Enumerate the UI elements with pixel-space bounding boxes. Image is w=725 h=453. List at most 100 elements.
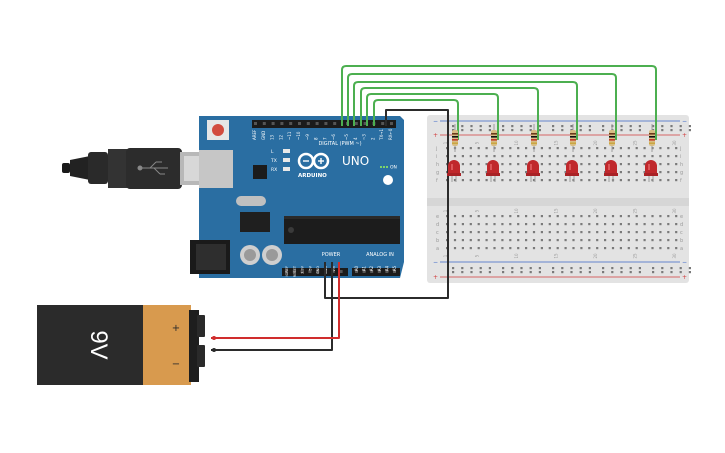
breadboard-hole[interactable] [627, 239, 630, 242]
breadboard-hole[interactable] [588, 215, 591, 218]
header-pin[interactable] [331, 270, 335, 273]
resistor[interactable] [649, 124, 655, 152]
breadboard-hole[interactable] [532, 155, 536, 158]
led-resistor-array[interactable] [447, 124, 658, 182]
breadboard-hole[interactable] [509, 215, 512, 218]
header-pin[interactable] [271, 122, 275, 125]
rail-hole[interactable] [661, 125, 664, 128]
rail-hole[interactable] [679, 129, 682, 132]
breadboard-hole[interactable] [461, 155, 464, 158]
breadboard-hole[interactable] [627, 171, 630, 174]
wire-pin3[interactable] [366, 93, 499, 140]
breadboard-hole[interactable] [453, 215, 457, 218]
breadboard-hole[interactable] [540, 179, 543, 182]
breadboard-hole[interactable] [588, 231, 591, 234]
breadboard-hole[interactable] [667, 179, 670, 182]
breadboard-hole[interactable] [525, 155, 528, 158]
breadboard-hole[interactable] [596, 223, 599, 226]
breadboard-hole[interactable] [509, 147, 512, 150]
rail-hole[interactable] [502, 267, 505, 270]
rail-hole[interactable] [502, 129, 505, 132]
breadboard-hole[interactable] [667, 147, 670, 150]
breadboard-hole[interactable] [509, 247, 512, 250]
breadboard-hole[interactable] [651, 155, 654, 158]
breadboard-hole[interactable] [659, 179, 662, 182]
breadboard-hole[interactable] [509, 239, 512, 242]
rail-hole[interactable] [511, 267, 514, 270]
breadboard-hole[interactable] [564, 215, 567, 218]
header-pin[interactable] [355, 270, 358, 273]
header-pin[interactable] [315, 122, 319, 125]
rail-hole[interactable] [588, 271, 591, 274]
breadboard-hole[interactable] [651, 239, 654, 242]
led[interactable] [526, 160, 540, 182]
breadboard-hole[interactable] [485, 239, 488, 242]
rail-hole[interactable] [570, 125, 573, 128]
rail-hole[interactable] [488, 129, 491, 132]
header-pin[interactable] [262, 122, 266, 125]
breadboard-hole[interactable] [485, 179, 488, 182]
rail-hole[interactable] [688, 267, 691, 270]
rail-hole[interactable] [670, 125, 673, 128]
breadboard-hole[interactable] [461, 247, 464, 250]
rail-hole[interactable] [602, 267, 605, 270]
header-pin[interactable] [339, 270, 343, 273]
breadboard-hole[interactable] [643, 231, 646, 234]
breadboard-hole[interactable] [509, 155, 512, 158]
rail-hole[interactable] [561, 125, 564, 128]
breadboard-hole[interactable] [461, 163, 464, 166]
resistor[interactable] [531, 124, 537, 152]
rail-hole[interactable] [511, 271, 514, 274]
rail-hole[interactable] [661, 267, 664, 270]
header-pin[interactable] [289, 122, 293, 125]
rail-hole[interactable] [452, 129, 455, 132]
breadboard-hole[interactable] [517, 171, 520, 174]
breadboard-hole[interactable] [469, 231, 472, 234]
rail-hole[interactable] [570, 271, 573, 274]
breadboard-hole[interactable] [556, 231, 559, 234]
breadboard-hole[interactable] [525, 223, 528, 226]
breadboard-hole[interactable] [461, 223, 464, 226]
breadboard-hole[interactable] [509, 231, 512, 234]
breadboard-hole[interactable] [619, 179, 622, 182]
breadboard-hole[interactable] [675, 179, 678, 182]
rail-hole[interactable] [452, 267, 455, 270]
breadboard-hole[interactable] [477, 179, 480, 182]
breadboard-hole[interactable] [509, 163, 512, 166]
breadboard-hole[interactable] [651, 247, 654, 250]
rail-hole[interactable] [479, 125, 482, 128]
breadboard-hole[interactable] [485, 163, 488, 166]
led[interactable] [644, 160, 658, 182]
breadboard-hole[interactable] [540, 247, 543, 250]
breadboard-hole[interactable] [643, 247, 646, 250]
breadboard-hole[interactable] [588, 171, 591, 174]
header-pin[interactable] [354, 122, 358, 125]
header-pin[interactable] [362, 270, 366, 273]
breadboard-hole[interactable] [469, 239, 472, 242]
rail-hole[interactable] [661, 271, 664, 274]
breadboard-hole[interactable] [469, 163, 472, 166]
rail-hole[interactable] [579, 129, 582, 132]
breadboard-hole[interactable] [572, 215, 575, 218]
rail-hole[interactable] [688, 125, 691, 128]
breadboard-hole[interactable] [635, 231, 638, 234]
rail-hole[interactable] [461, 271, 464, 274]
rail-hole[interactable] [588, 129, 591, 132]
breadboard-hole[interactable] [611, 155, 615, 158]
led[interactable] [447, 160, 461, 182]
rail-hole[interactable] [479, 271, 482, 274]
breadboard-hole[interactable] [509, 223, 512, 226]
breadboard-hole[interactable] [477, 247, 480, 250]
breadboard-hole[interactable] [667, 223, 670, 226]
rail-hole[interactable] [461, 129, 464, 132]
rail-hole[interactable] [579, 271, 582, 274]
breadboard-hole[interactable] [548, 247, 551, 250]
breadboard-hole[interactable] [580, 223, 583, 226]
breadboard-hole[interactable] [564, 223, 567, 226]
breadboard-hole[interactable] [651, 223, 654, 226]
breadboard-hole[interactable] [556, 239, 559, 242]
breadboard-hole[interactable] [461, 179, 464, 182]
battery-plus-wire[interactable] [211, 262, 340, 339]
breadboard-hole[interactable] [540, 231, 543, 234]
